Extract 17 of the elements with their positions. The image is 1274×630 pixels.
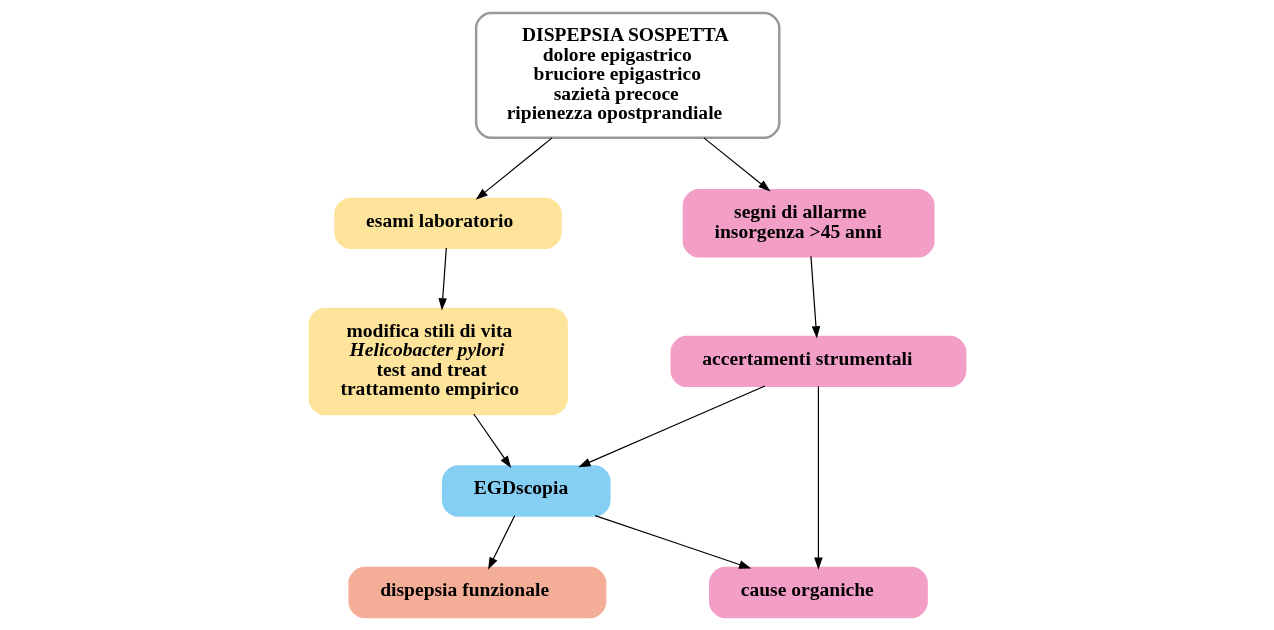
node-box: dispepsia funzionale (347, 566, 606, 619)
arrow (475, 137, 553, 200)
arrow (702, 137, 770, 192)
node-box: EGDscopia (441, 465, 611, 517)
arrow (472, 413, 511, 468)
node-box: modifica stili di vita Helicobacter pylori test and treat trattamento empirico (308, 307, 568, 416)
arrow (809, 255, 820, 339)
node-box: segni di allarme insorgenza >45 anni (682, 189, 935, 258)
node-box: accertamenti strumentali (670, 335, 966, 388)
node-box: esami laboratorio (333, 197, 562, 249)
node-box: cause organiche (708, 566, 928, 619)
arrow (594, 515, 751, 569)
arrow (577, 385, 765, 468)
arrow (437, 247, 447, 311)
arrow (813, 385, 823, 570)
arrow (487, 515, 515, 570)
node-box: DISPEPSIA SOSPETTA dolore epigastrico bruciore epigastrico sazietà precoce ripienezza opostprandiale (474, 11, 780, 139)
